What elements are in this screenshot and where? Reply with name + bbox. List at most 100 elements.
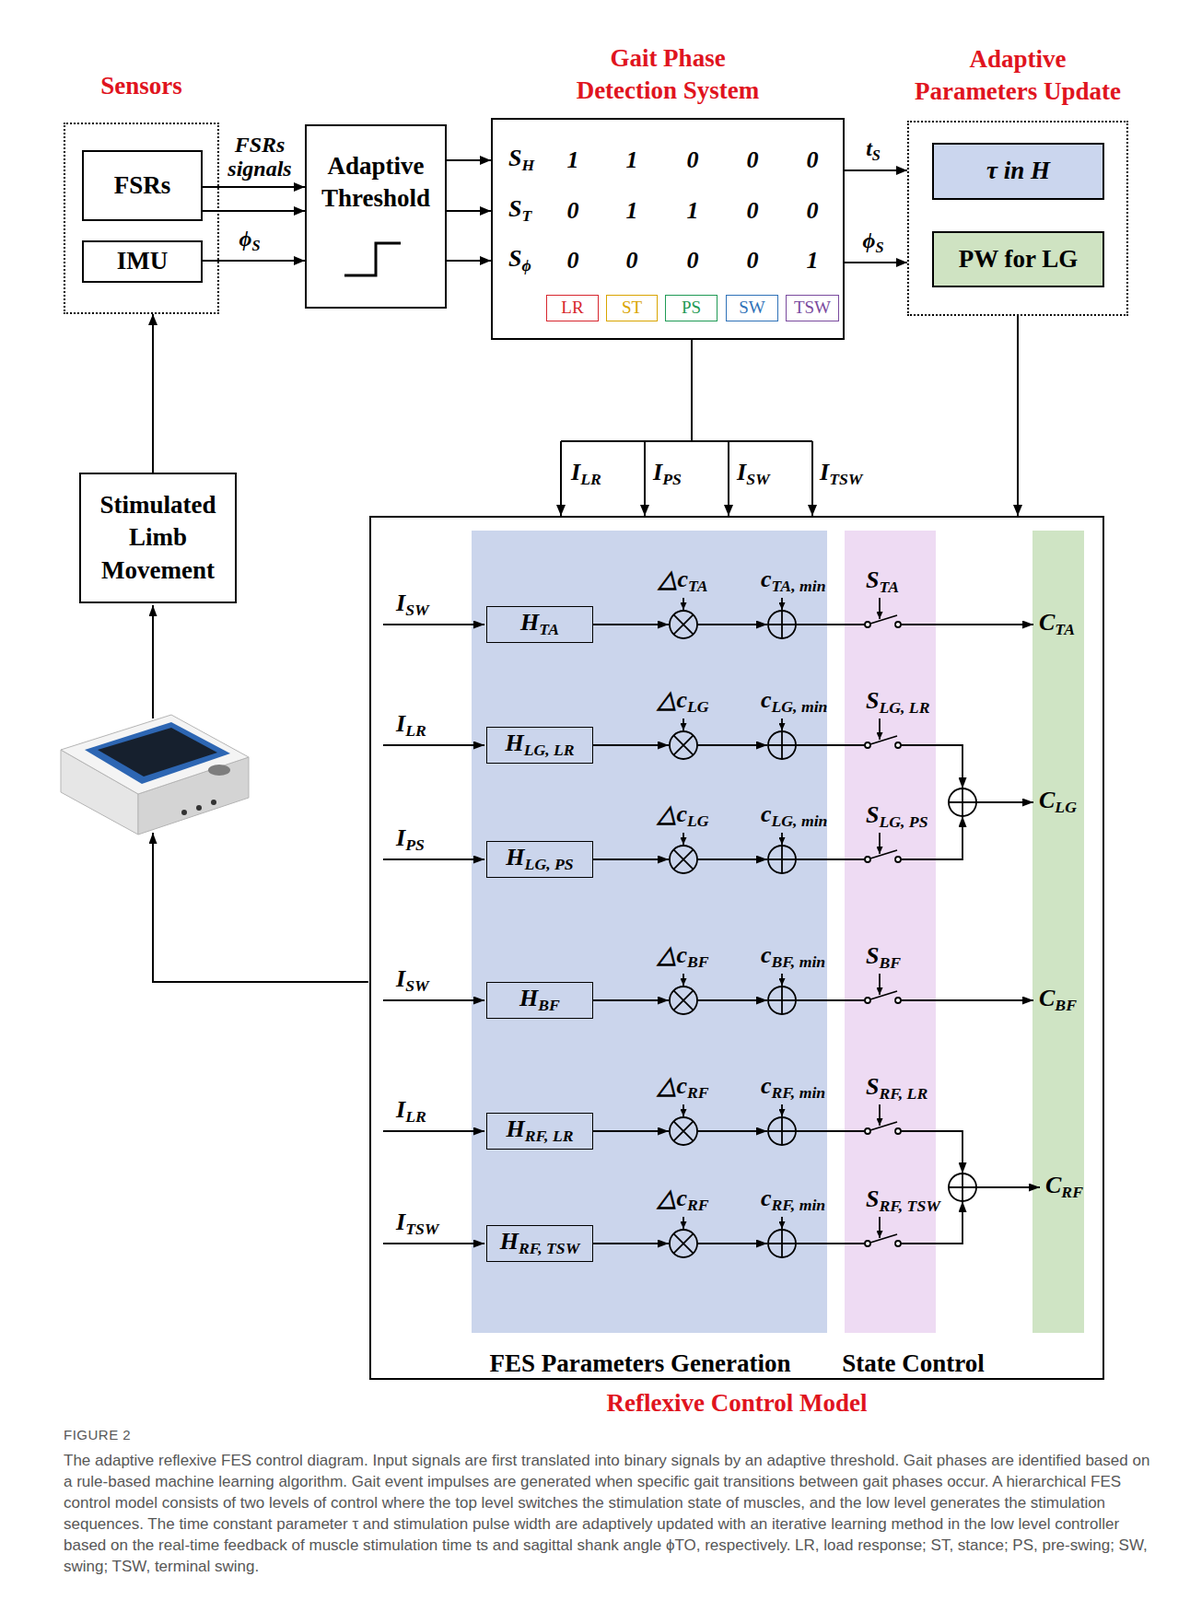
text-subscript: LG, min	[771, 812, 829, 831]
text-base: △c	[657, 1184, 688, 1212]
phase-tag: SW	[725, 294, 779, 323]
text-subscript: SW	[405, 977, 430, 996]
caption: The adaptive reflexive FES control diagr…	[63, 1449, 1154, 1577]
stimulator-device	[97, 727, 218, 777]
node-text: Adaptive Threshold	[306, 150, 445, 215]
stimulator-device	[60, 714, 249, 794]
text-base: I	[396, 1208, 406, 1236]
transfer-box: HRF, LR	[486, 1112, 594, 1151]
text-subscript: BF	[1054, 995, 1077, 1015]
process-box: Gait Phase Detection SystemLRSTPSSWTSW	[490, 117, 845, 340]
text-base: t	[865, 136, 873, 161]
node-text: HRF, TSW	[500, 1228, 581, 1259]
transfer-box: HLG, LR	[486, 726, 594, 765]
text-subscript: S	[875, 238, 884, 257]
text-subscript: S	[872, 146, 881, 164]
step-symbol	[344, 243, 401, 276]
text-base: H	[520, 608, 539, 636]
text-base: △c	[657, 1072, 688, 1099]
connector-label: tS	[865, 136, 881, 164]
impulse-name: ILR	[396, 1096, 427, 1127]
table-cell: 0	[806, 198, 819, 225]
node-text: HBF	[519, 985, 560, 1015]
offset-name: cTA, min	[760, 566, 826, 596]
text-base: c	[760, 1184, 772, 1212]
text-base: S	[865, 687, 879, 714]
node-text: PS	[681, 298, 701, 318]
heading-text: Gait Phase Detection System	[566, 42, 770, 107]
process-box: Stimulated Limb Movement	[79, 472, 237, 604]
heading-text: Adaptive Parameters Update	[910, 43, 1125, 108]
feedback-wire	[152, 832, 369, 982]
switch-name: SBF	[865, 943, 901, 973]
connector	[556, 339, 817, 516]
text-base: C	[1038, 786, 1055, 814]
text-base: I	[571, 458, 581, 486]
text-subscript: LG	[687, 698, 710, 717]
feedback-wire	[152, 605, 369, 982]
table-cell: 0	[746, 247, 759, 275]
process-box: Reflexive Control ModelFES Parameters Ge…	[369, 515, 1105, 1380]
connector-label: ϕS	[239, 226, 261, 255]
output-name: CLG	[1038, 787, 1077, 817]
text-base: I	[396, 824, 406, 852]
output-wire	[948, 1173, 977, 1202]
stimulator-device	[181, 809, 187, 816]
heading-text: Reflexive Control Model	[606, 1387, 868, 1420]
arrow-head	[640, 504, 650, 516]
process-box: FSRs	[81, 150, 203, 222]
text-base: I	[653, 458, 663, 486]
text-subscript: PS	[405, 836, 425, 855]
output-wire	[900, 1131, 963, 1174]
band-fill	[471, 530, 828, 1333]
feedback-wire	[151, 605, 154, 719]
transfer-box: HBF	[486, 981, 594, 1020]
output-wire	[900, 999, 1034, 1002]
node-text: Stimulated Limb Movement	[81, 489, 235, 586]
output-wire	[948, 788, 977, 817]
text-subscript: LR	[405, 1108, 427, 1127]
output-wire	[900, 623, 1034, 626]
gain-name: △cBF	[657, 942, 709, 972]
node-text: τ in H	[986, 154, 1050, 187]
text-base: △c	[657, 941, 688, 969]
output-name: CTA	[1038, 609, 1075, 640]
arrow-head	[896, 165, 908, 175]
text-subscript: TA	[878, 578, 899, 597]
impulse-name: ITSW	[396, 1209, 439, 1239]
text-subscript: T	[521, 206, 532, 225]
text-subscript: TA	[538, 619, 560, 639]
text-subscript: TSW	[828, 469, 863, 489]
stimulator-device	[210, 799, 217, 805]
text-base: I	[736, 458, 747, 486]
text-base: S	[865, 566, 879, 594]
text-base: △c	[658, 565, 689, 593]
gain-name: △cRF	[657, 1073, 709, 1103]
connector	[148, 314, 158, 473]
text-subscript: S	[251, 236, 260, 255]
node-text: PW for LG	[958, 243, 1079, 276]
text-base: H	[519, 984, 538, 1012]
text-base: S	[508, 195, 522, 222]
impulse-name: ILR	[396, 711, 427, 741]
text-base: S	[865, 1185, 879, 1213]
signal-chain	[383, 597, 901, 639]
text-base: H	[504, 729, 524, 757]
arrow-head	[807, 504, 817, 516]
table-cell: 1	[687, 198, 700, 225]
text-base: △c	[657, 800, 688, 828]
arrow-head	[148, 314, 158, 326]
transfer-box: HRF, TSW	[486, 1225, 594, 1263]
text-base: ϕ	[239, 226, 253, 251]
arrow-head	[1013, 504, 1023, 516]
text-base: I	[396, 589, 406, 617]
text-subscript: SW	[405, 601, 430, 620]
arrow-head	[479, 155, 491, 165]
connector-label: FSRs signals	[222, 132, 297, 181]
text-base: I	[396, 1096, 406, 1123]
arrow-head	[293, 206, 305, 216]
text-subscript: LG, PS	[525, 854, 574, 874]
connector	[446, 206, 491, 216]
table-cell: 1	[626, 147, 639, 175]
